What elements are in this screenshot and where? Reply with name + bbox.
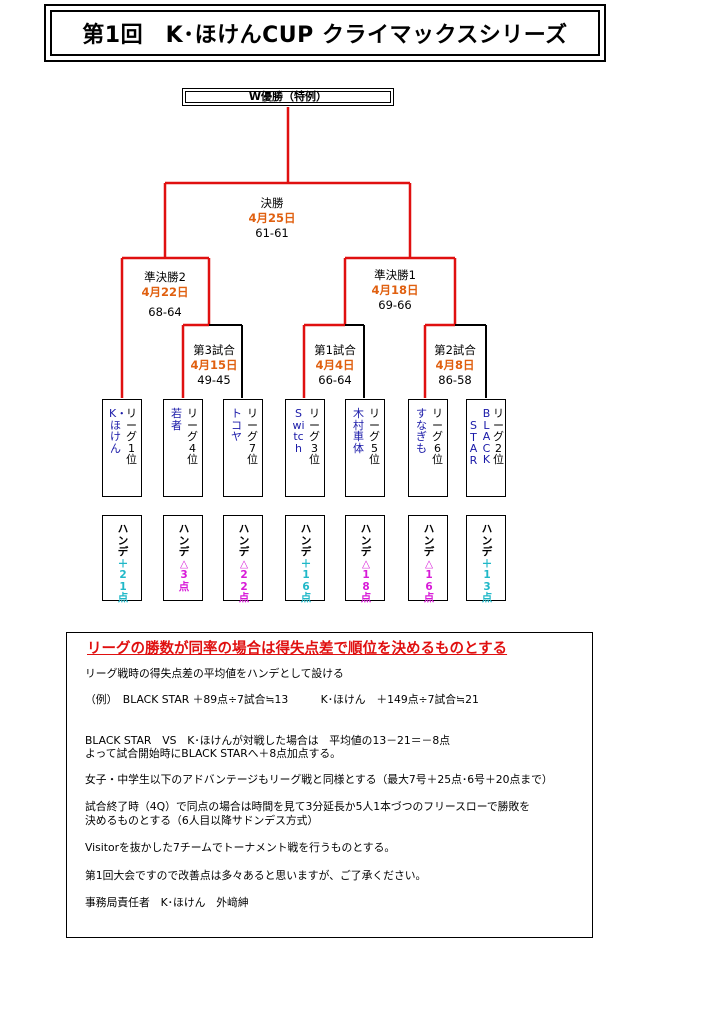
handicap-box: ハンデ△3点 xyxy=(163,515,203,601)
team-name-second-line: STAR xyxy=(469,419,478,467)
match-game3-score: 49-45 xyxy=(197,373,231,387)
match-game2-date: 4月8日 xyxy=(435,358,475,372)
title-inner-frame: 第1回 K･ほけんCUP クライマックスシリーズ xyxy=(50,10,600,56)
note-line: Visitorを抜かした7チームでトーナメント戦を行うものとする。 xyxy=(85,841,396,854)
match-game3-name: 第3試合 xyxy=(193,343,235,357)
note-line: 女子・中学生以下のアドバンテージもリーグ戦と同様とする（最大7号＋25点･6号＋… xyxy=(85,773,553,786)
note-line: 試合終了時（4Q）で同点の場合は時間を見て3分延長か5人1本づつのフリースローで… xyxy=(85,800,531,813)
rules-headline: リーグの勝数が同率の場合は得失点差で順位を決めるものとする xyxy=(87,641,508,657)
team-name: すなぎも xyxy=(416,407,427,455)
team-rank: リーグ3位 xyxy=(309,407,320,466)
match-game3-date: 4月15日 xyxy=(190,358,238,372)
note-line: 決めるものとする（6人目以降サドンデス方式） xyxy=(85,814,319,827)
note-line: リーグ戦時の得失点差の平均値をハンデとして設ける xyxy=(85,667,344,680)
match-game1-name: 第1試合 xyxy=(314,343,356,357)
match-game1-date: 4月4日 xyxy=(315,358,355,372)
match-game2-score: 86-58 xyxy=(438,373,472,387)
match-semi1-date: 4月18日 xyxy=(371,283,419,297)
team-name: トコヤ xyxy=(231,407,242,443)
match-game2: 第2試合 4月8日 86-58 xyxy=(400,343,510,388)
champion-box: W優勝（特例） xyxy=(182,88,394,106)
handicap-text: ハンデ△18点 xyxy=(360,523,372,604)
handicap-box: ハンデ＋13点 xyxy=(466,515,506,604)
match-semi2-name: 準決勝2 xyxy=(144,270,186,284)
note-line: 事務局責任者 K･ほけん 外﨑紳 xyxy=(85,896,249,909)
match-semi2-score: 68-64 xyxy=(148,305,182,319)
match-game2-name: 第2試合 xyxy=(434,343,476,357)
match-game1-score: 66-64 xyxy=(318,373,352,387)
team-box: リーグ5位 木村車体 xyxy=(345,399,385,497)
match-final-date: 4月25日 xyxy=(248,211,296,225)
team-name: 若者 xyxy=(171,407,182,432)
handicap-text: ハンデ△3点 xyxy=(178,523,190,593)
match-game1: 第1試合 4月4日 66-64 xyxy=(280,343,390,388)
note-line: BLACK STAR VS K･ほけんが対戦した場合は 平均値の13－21＝－8… xyxy=(85,734,451,747)
match-semi2-date: 4月22日 xyxy=(141,285,189,299)
team-rank: リーグ6位 xyxy=(432,407,443,466)
rules-notes-box: リーグの勝数が同率の場合は得失点差で順位を決めるものとする リーグ戦時の得失点差… xyxy=(66,632,593,938)
match-semi1-score: 69-66 xyxy=(378,298,412,312)
team-rank: リーグ2位 xyxy=(493,407,504,466)
handicap-box: ハンデ＋16点 xyxy=(285,515,325,604)
match-semi1-name: 準決勝1 xyxy=(374,268,416,282)
team-box: リーグ3位 Switch xyxy=(285,399,325,497)
team-rank: リーグ7位 xyxy=(247,407,258,466)
team-rank: リーグ1位 xyxy=(126,407,137,466)
match-final-score: 61-61 xyxy=(255,226,289,240)
champion-label: W優勝（特例） xyxy=(248,90,328,103)
handicap-box: ハンデ△18点 xyxy=(345,515,385,604)
match-game3: 第3試合 4月15日 49-45 xyxy=(159,343,269,388)
team-box: リーグ7位 トコヤ xyxy=(223,399,263,497)
handicap-text: ハンデ△16点 xyxy=(423,523,435,604)
team-name: K・ほけん xyxy=(109,407,128,455)
handicap-box: ハンデ△22点 xyxy=(223,515,263,604)
team-box: リーグ6位 すなぎも xyxy=(408,399,448,497)
title-frame: 第1回 K･ほけんCUP クライマックスシリーズ xyxy=(44,4,606,62)
team-name: Switch xyxy=(292,407,305,455)
page-title: 第1回 K･ほけんCUP クライマックスシリーズ xyxy=(82,23,568,48)
handicap-box: ハンデ△16点 xyxy=(408,515,448,604)
handicap-text: ハンデ＋16点 xyxy=(300,523,312,604)
match-final-name: 決勝 xyxy=(260,196,284,210)
handicap-box: ハンデ＋21点 xyxy=(102,515,142,604)
note-line: 第1回大会ですので改善点は多々あると思いますが、ご了承ください。 xyxy=(85,869,427,882)
team-name: 木村車体 xyxy=(353,407,364,455)
handicap-text: ハンデ＋21点 xyxy=(117,523,129,604)
match-final: 決勝 4月25日 61-61 xyxy=(217,196,327,241)
note-line: （例） BLACK STAR ＋89点÷7試合≒13 K･ほけん ＋149点÷7… xyxy=(85,693,479,706)
match-semi1: 準決勝1 4月18日 69-66 xyxy=(340,268,450,313)
team-box: リーグ4位 若者 xyxy=(163,399,203,497)
handicap-text: ハンデ＋13点 xyxy=(481,523,493,604)
team-box: リーグ1位 K・ほけん xyxy=(102,399,142,497)
team-rank: リーグ5位 xyxy=(369,407,380,466)
bracket-lines xyxy=(120,107,487,398)
team-name: BLACK xyxy=(482,407,491,466)
handicap-text: ハンデ△22点 xyxy=(238,523,250,604)
team-box: リーグ2位 BLACK STAR xyxy=(466,399,506,497)
match-semi2: 準決勝2 4月22日 68-64 xyxy=(110,270,220,320)
note-line: よって試合開始時にBLACK STARへ＋8点加点する。 xyxy=(85,747,341,760)
team-rank: リーグ4位 xyxy=(187,407,198,466)
